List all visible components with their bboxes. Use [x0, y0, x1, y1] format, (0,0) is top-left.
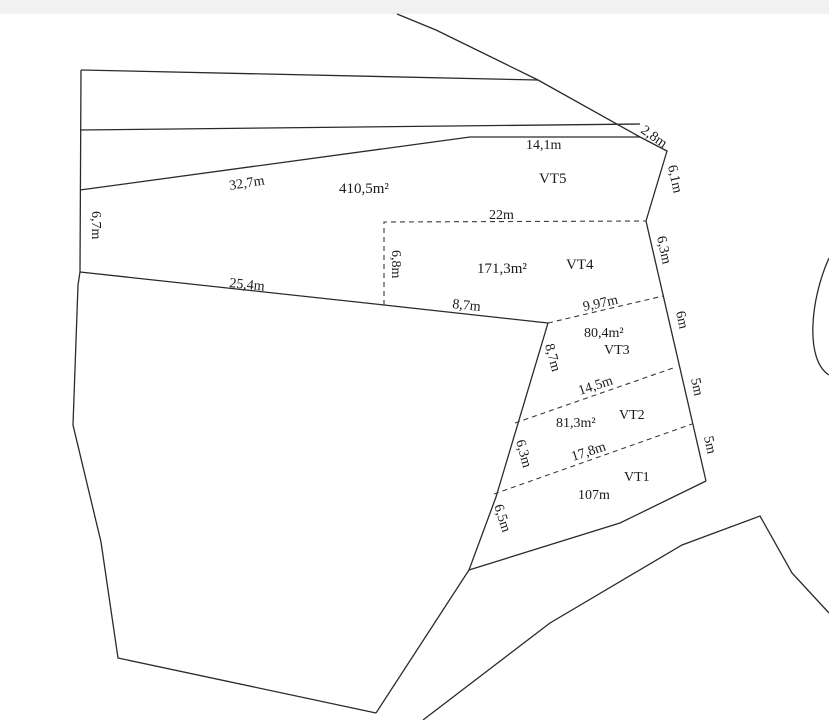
- line-32-7: [79, 136, 640, 191]
- dim-6-3m-diagonal: 6,3m: [512, 438, 534, 469]
- dim-8-7m-diagonal: 8,7m: [541, 342, 563, 373]
- dim-2-8m: 2,8m: [638, 123, 670, 152]
- dim-6-8m: 6,8m: [388, 250, 403, 279]
- top-bar: [0, 0, 829, 14]
- dim-6-1m: 6,1m: [664, 164, 685, 195]
- dim-6m: 6m: [672, 310, 690, 331]
- lower-right-boundary: [422, 515, 829, 720]
- dashed-divisions: [383, 220, 693, 495]
- right-curve: [812, 257, 829, 376]
- upper-left-parcel-boundary: [80, 69, 539, 81]
- left-boundary: [72, 69, 377, 714]
- right-edge-vt4-to-vt1: [645, 220, 707, 482]
- dash-14-5m-line: [514, 366, 677, 424]
- dim-22m: 22m: [489, 208, 514, 223]
- top-diagonal-boundary: [396, 13, 641, 138]
- dim-6-3m-right: 6,3m: [653, 235, 674, 266]
- vt2-name: VT2: [619, 408, 645, 423]
- dim-25-4m: 25,4m: [229, 276, 266, 295]
- line-at-130: [79, 123, 641, 131]
- dimension-labels: 14,1m 2,8m 6,1m 32,7m 6,7m 22m 6,8m 6,3m…: [88, 123, 719, 534]
- dash-9-97m-line: [547, 295, 664, 324]
- solid-boundaries: [72, 13, 829, 720]
- vt3-name: VT3: [604, 343, 630, 358]
- dim-5m-lower: 5m: [700, 435, 718, 456]
- vt1-area: 107m: [578, 488, 610, 503]
- dim-14-1m: 14,1m: [526, 138, 562, 153]
- plot-labels: 410,5m² VT5 171,3m² VT4 80,4m² VT3 81,3m…: [339, 171, 650, 503]
- dim-32-7m: 32,7m: [228, 174, 265, 194]
- dim-8-7m-bottom: 8,7m: [452, 297, 482, 315]
- vt4-name: VT4: [566, 257, 594, 273]
- diagonal-west-edge: [375, 322, 549, 714]
- dim-6-5m: 6,5m: [490, 503, 513, 535]
- dash-17-8m-line: [493, 423, 693, 495]
- dim-9-97m: 9,97m: [582, 293, 620, 315]
- vt3-area: 80,4m²: [584, 326, 624, 341]
- vt4-area: 171,3m²: [477, 261, 527, 277]
- vt5-name: VT5: [539, 171, 567, 187]
- vt1-name: VT1: [624, 470, 650, 485]
- line-25-4-and-8-7: [79, 271, 549, 324]
- dim-6-7m: 6,7m: [88, 211, 103, 240]
- bottom-edge-vt1: [468, 480, 707, 571]
- vt5-area: 410,5m²: [339, 181, 389, 197]
- vt2-area: 81,3m²: [556, 416, 596, 431]
- dim-5m-upper: 5m: [687, 377, 705, 398]
- line-top-right-edge: [639, 136, 668, 222]
- dash-22m-line: [383, 220, 647, 305]
